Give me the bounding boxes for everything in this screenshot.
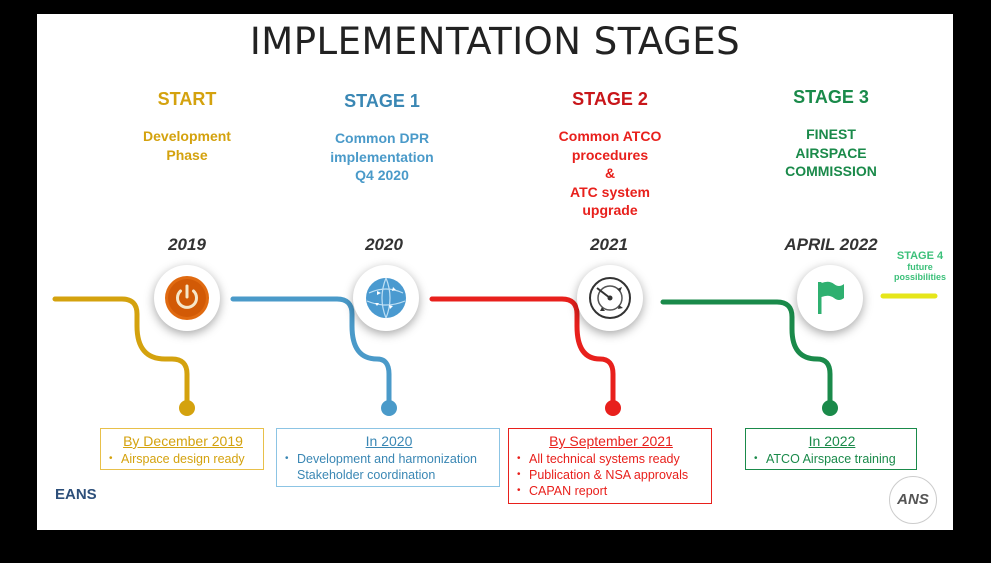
stage-2-circle bbox=[577, 265, 643, 331]
timeline-dot-start bbox=[179, 400, 195, 416]
timeline-line-stage3 bbox=[660, 299, 833, 410]
milestone-item: ATCO Airspace training bbox=[754, 451, 910, 467]
stage-start-year: 2019 bbox=[168, 235, 206, 254]
stage-start-name: START bbox=[157, 89, 217, 109]
milestone-item: Stakeholder coordination bbox=[297, 468, 436, 482]
timeline-line-start bbox=[52, 296, 190, 410]
eans-logo: EANS bbox=[55, 486, 97, 503]
stage-1-name: STAGE 1 bbox=[344, 91, 420, 111]
stage-3-name: STAGE 3 bbox=[793, 87, 869, 107]
stage-2-year: 2021 bbox=[590, 235, 628, 254]
milestone-item: Development and harmonization bbox=[285, 451, 493, 467]
power-icon bbox=[165, 276, 209, 320]
stage-start-circle bbox=[154, 265, 220, 331]
ans-logo: ANS bbox=[889, 476, 937, 524]
milestone-box-start: By December 2019 Airspace design ready bbox=[100, 428, 264, 470]
stage-1-description: Common DPR implementation Q4 2020 bbox=[330, 130, 434, 183]
timeline-line-stage2 bbox=[429, 296, 616, 410]
stage-3-year: APRIL 2022 bbox=[784, 235, 878, 254]
milestone-item: Publication & NSA approvals bbox=[517, 467, 705, 483]
milestone-box-stage3: In 2022 ATCO Airspace training bbox=[745, 428, 917, 470]
stage-1-circle bbox=[353, 265, 419, 331]
milestone-item: CAPAN report bbox=[517, 483, 705, 499]
timeline-graphic bbox=[52, 293, 938, 416]
timeline-line-stage1 bbox=[230, 296, 392, 410]
stage-3-description: FINEST AIRSPACE COMMISSION bbox=[785, 126, 877, 179]
radar-icon bbox=[589, 277, 631, 319]
timeline-dot-stage3 bbox=[822, 400, 838, 416]
stage-2-description: Common ATCO procedures & ATC system upgr… bbox=[558, 128, 662, 218]
milestone-item: Airspace design ready bbox=[109, 451, 257, 467]
stage-start-description: Development Phase bbox=[143, 128, 231, 163]
airspace-globe-icon bbox=[366, 277, 406, 319]
timeline-dot-stage2 bbox=[605, 400, 621, 416]
flag-icon bbox=[818, 281, 844, 314]
stage-1-year: 2020 bbox=[365, 235, 403, 254]
stage-4-label: STAGE 4 future possibilities bbox=[893, 250, 946, 282]
stage-3-circle bbox=[797, 265, 863, 331]
slide: IMPLEMENTATION STAGES START Development … bbox=[37, 14, 953, 530]
milestone-box-stage1: In 2020 Development and harmonization St… bbox=[276, 428, 500, 487]
timeline-dot-stage1 bbox=[381, 400, 397, 416]
slide-title: IMPLEMENTATION STAGES bbox=[249, 20, 741, 63]
milestone-box-stage2: By September 2021 All technical systems … bbox=[508, 428, 712, 504]
milestone-item: All technical systems ready bbox=[517, 451, 705, 467]
stage-2-name: STAGE 2 bbox=[572, 89, 648, 109]
